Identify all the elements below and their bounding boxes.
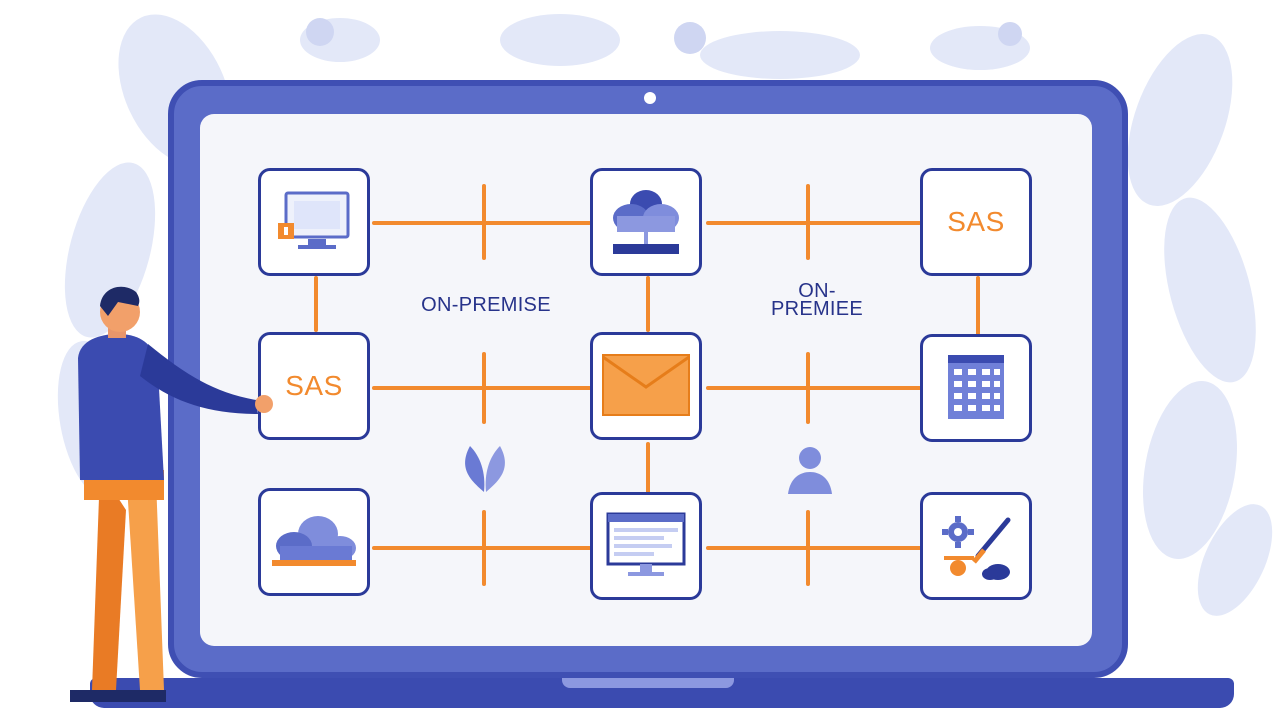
section-label-right: ON- PREMIEE [752, 280, 882, 320]
sas-label: SAS [285, 370, 343, 401]
section-label-left: ON-PREMISE [421, 294, 551, 316]
spreadsheet-icon [948, 355, 1004, 419]
node-top-right: SAS [920, 168, 1032, 276]
node-bottom-left [258, 488, 370, 596]
sas-label: SAS [947, 206, 1005, 237]
monitor-icon [278, 191, 350, 249]
section-label-right-line1: ON- [798, 280, 836, 302]
node-middle-center [590, 332, 702, 440]
cloud-icon [272, 516, 356, 566]
node-bottom-center [590, 492, 702, 600]
node-middle-right [920, 334, 1032, 442]
laptop-camera [644, 92, 656, 104]
node-top-center [590, 168, 702, 276]
cloud-server-icon [613, 190, 679, 254]
node-middle-left: SAS [258, 332, 370, 440]
user-icon [788, 447, 832, 494]
node-top-left [258, 168, 370, 276]
plant-icon [465, 446, 505, 492]
desktop-window-icon [606, 512, 686, 576]
mail-envelope-icon [602, 354, 690, 416]
section-label-right-line2: PREMIEE [770, 298, 864, 320]
laptop-base-notch [562, 678, 734, 688]
tools-gear-icon [942, 516, 1011, 580]
node-bottom-right [920, 492, 1032, 600]
person-illustration [70, 286, 273, 702]
